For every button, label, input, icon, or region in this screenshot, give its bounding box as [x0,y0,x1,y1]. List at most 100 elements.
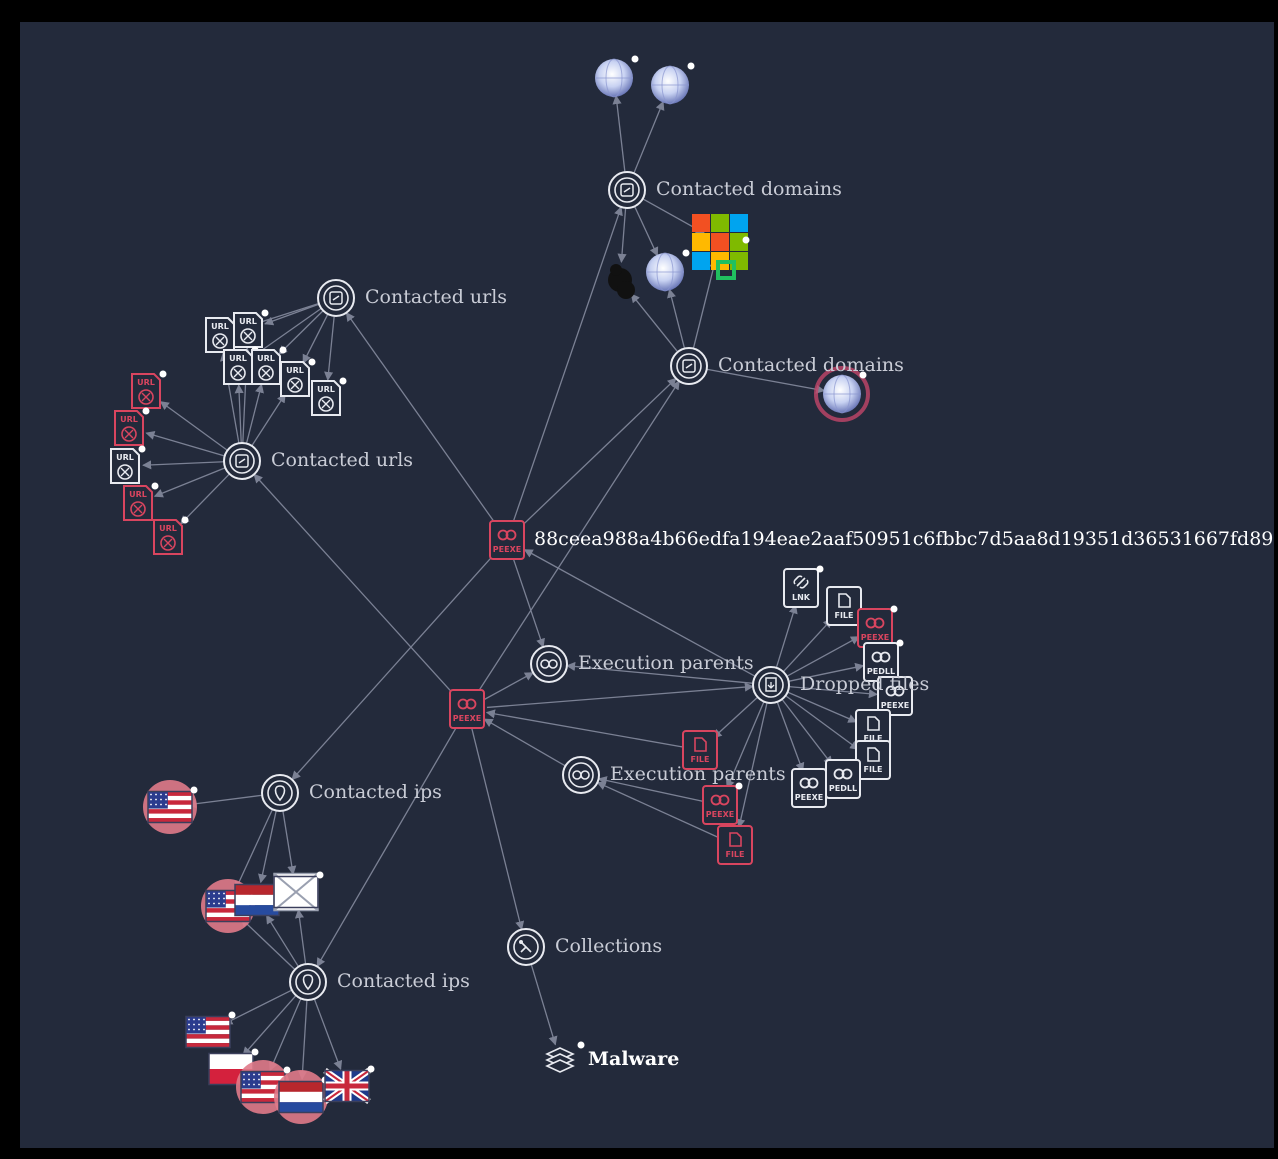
badge-type-label: PEEXE [493,545,521,554]
relationship-node-contacted-ips-1[interactable] [261,774,299,812]
url-node-malicious-1[interactable]: URL [131,370,167,409]
relationship-node-execution-parents-2[interactable] [562,756,600,794]
domain-node-dark[interactable] [608,264,635,299]
graph-edge-cu1-uw5 [302,313,329,364]
ip-node-us-3[interactable] [185,1011,236,1049]
url-node-malicious-4[interactable]: URL [153,516,189,555]
graph-edge-df-pd2 [781,698,833,766]
url-node-6[interactable]: URL [311,377,347,416]
ip-node-us-4[interactable] [236,1060,291,1114]
dropped-file-node-1[interactable]: FILE [826,586,862,626]
relationship-node-contacted-urls-2[interactable] [223,442,261,480]
link-icon [682,359,696,373]
badge-type-label: FILE [863,734,882,743]
parent-file-node-1[interactable]: FILE [682,730,718,770]
graph-edge-root-cu1 [345,311,496,525]
relationship-node-contacted-domains-2[interactable] [670,347,708,385]
graph-edge-cu2-ur3 [142,460,225,470]
file-icon [838,593,851,608]
relationship-node-dropped-files[interactable] [752,666,790,704]
gear-icon [885,685,905,697]
badge-type-label: PEDLL [867,667,895,676]
dropped-peexe-node-2[interactable]: PEEXE [791,768,827,808]
label-contacted-domains-2: Contacted domains [718,354,904,376]
parent-peexe-node[interactable]: PEEXE [449,689,485,729]
graph-edge-ep2-pe2 [483,718,566,767]
domain-node-2[interactable] [651,62,695,105]
badge-type-label: URL [317,385,335,394]
badge-type-label: URL [137,378,155,387]
dropped-peexe-node[interactable]: PEEXE [877,676,913,716]
url-icon [138,389,154,405]
dropped-pedll-node-2[interactable]: PEDLL [825,759,861,799]
badge-type-label: PEEXE [453,714,481,723]
dropped-peexe-node-malicious[interactable]: PEEXE [857,605,898,648]
file-icon [867,716,880,731]
ip-node-uk[interactable] [323,1065,375,1104]
domain-node-4[interactable] [814,366,870,422]
download-icon [765,677,777,692]
graph-edge-ci2-usa3 [223,989,293,1025]
label-contacted-domains-1: Contacted domains [656,178,842,200]
dropped-file-node-3[interactable]: FILE [855,740,891,780]
badge-type-label: FILE [725,850,744,859]
graph-edge-df-pr1 [786,636,861,677]
badge-type-label: URL [286,366,304,375]
collection-icon [519,940,532,953]
domain-node-1[interactable] [595,55,639,98]
domain-node-3[interactable] [646,249,690,292]
graph-edge-df-fr1 [712,696,759,739]
graph-edge-ci1-nl1 [258,810,277,884]
collection-malware-node[interactable] [545,1041,585,1073]
graph-edge-cd1-gh [617,207,627,263]
graph-edge-cd2-g4 [706,368,826,394]
graph-edge-cu2-uw3 [234,384,244,444]
badge-type-label: PEDLL [829,784,857,793]
relationship-node-contacted-domains-1[interactable] [608,171,646,209]
gear-icon [871,651,891,663]
url-icon [130,501,146,517]
relationship-node-collections[interactable] [507,928,545,966]
relationship-node-contacted-ips-2[interactable] [289,963,327,1001]
parent-peexe-node-2[interactable]: PEEXE [702,782,743,825]
domain-node-microsoft[interactable] [692,214,750,280]
ip-node-us-1[interactable] [143,780,198,834]
graph-edges [142,94,878,1080]
badge-type-label: URL [257,354,275,363]
url-node-3[interactable]: URL [223,346,259,385]
label-collections: Collections [555,935,662,957]
graph-edge-df-fw3 [785,695,860,750]
graph-edge-pe2-df [486,682,754,709]
gear-icon [497,529,517,541]
graph-edge-pe2-cu2 [253,473,455,695]
url-node-malicious-3[interactable]: URL [123,482,159,521]
url-node-2[interactable]: URL [233,309,269,348]
root-file-node[interactable]: PEEXE [489,520,525,560]
badge-type-label: FILE [690,755,709,764]
url-node-7[interactable]: URL [110,445,146,484]
relationship-node-contacted-urls-1[interactable] [317,279,355,317]
graph-edge-df-pr2 [726,701,765,790]
graph-edge-df-pdw [788,662,865,682]
url-node-5[interactable]: URL [280,358,316,397]
gear-icon [457,698,477,710]
url-node-malicious-2[interactable]: URL [114,407,150,446]
graph-edge-cu1-uw3 [251,307,322,358]
file-icon [867,747,880,762]
graph-edge-col-mal [530,964,558,1046]
ip-node-nl-2[interactable] [274,1070,329,1124]
dropped-lnk-node[interactable]: LNK [783,565,824,608]
graph-edge-ci2-usa4 [269,998,302,1072]
relationship-node-execution-parents-1[interactable] [530,645,568,683]
badge-type-label: URL [129,490,147,499]
badge-type-label: URL [159,524,177,533]
badge-type-label: FILE [834,611,853,620]
root-hash-label: 88ceea988a4b66edfa194eae2aaf50951c6fbbc7… [534,528,1273,550]
graph-edge-cu2-uw4 [245,383,264,444]
ip-node-unknown[interactable] [273,871,324,912]
label-contacted-ips-1: Contacted ips [309,781,442,803]
graph-edge-fr1-pe2 [485,709,685,748]
parent-file-node-2[interactable]: FILE [717,825,753,865]
